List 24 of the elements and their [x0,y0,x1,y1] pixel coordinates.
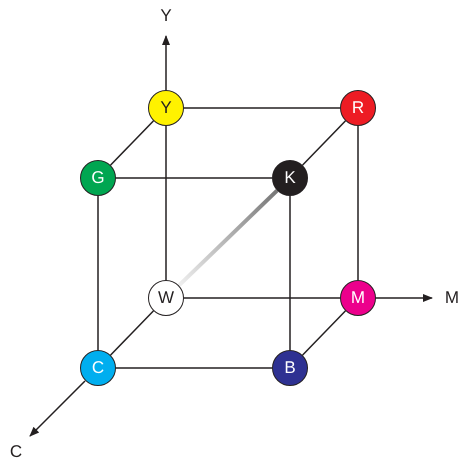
color-vertex-circle: G [80,160,116,196]
color-vertex-circle: Y [148,90,184,126]
cube-edge [302,310,346,356]
cube-edge [110,310,154,356]
color-vertex-circle: C [80,350,116,386]
cube-edge [184,107,340,109]
cube-edge [184,297,340,299]
axis-label: Y [160,6,172,26]
cube-edge [289,196,291,350]
axis-label: C [10,442,22,462]
cube-edge [302,120,346,166]
color-vertex-circle: K [272,160,308,196]
axis-label: M [444,288,460,308]
cube-edge [116,177,272,179]
cube-edge [110,120,154,166]
cube-edge [116,367,272,369]
cube-edge [97,196,99,350]
cube-edge [165,126,167,280]
color-vertex-circle: W [148,280,184,316]
color-vertex-circle: M [340,280,376,316]
color-vertex-circle: R [340,90,376,126]
cube-edge [178,189,278,287]
cube-edge [357,126,359,280]
color-vertex-circle: B [272,350,308,386]
